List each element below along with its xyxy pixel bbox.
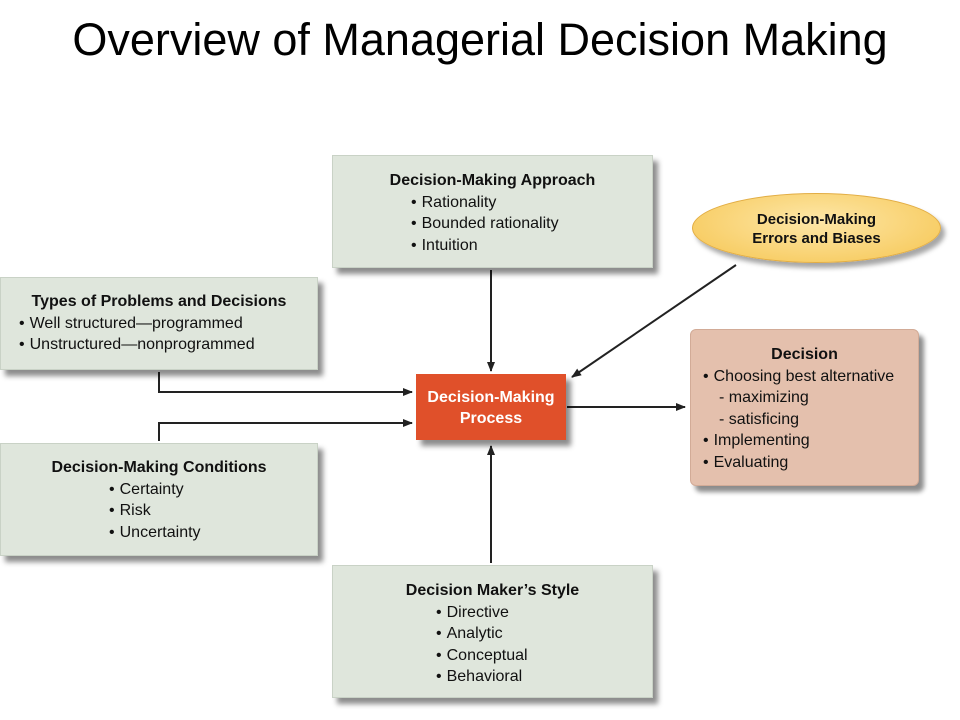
conditions-list: •Certainty •Risk •Uncertainty [109, 479, 317, 544]
list-item: •Unstructured—nonprogrammed [19, 336, 255, 353]
page-title: Overview of Managerial Decision Making [72, 14, 888, 65]
list-item: •Evaluating [703, 453, 789, 471]
process-line2: Process [459, 410, 523, 427]
decision-making-approach-box: Decision-Making Approach •Rationality •B… [332, 155, 653, 268]
list-item: •Certainty [109, 480, 184, 498]
approach-list: •Rationality •Bounded rationality •Intui… [411, 192, 652, 257]
list-subitem: - satisficing [719, 410, 800, 428]
conditions-heading: Decision-Making Conditions [51, 459, 267, 476]
list-item: •Analytic [436, 625, 503, 642]
decision-list: •Choosing best alternative - maximizing … [703, 366, 918, 474]
style-heading: Decision Maker’s Style [405, 582, 580, 599]
list-item: •Well structured—programmed [19, 314, 243, 332]
list-item: •Implementing [703, 432, 810, 449]
decision-making-process-box: Decision-Making Process [416, 374, 566, 440]
errors-line1: Decision-Making [756, 211, 877, 228]
types-heading: Types of Problems and Decisions [31, 293, 287, 310]
decision-maker-style-box: Decision Maker’s Style •Directive •Analy… [332, 565, 653, 698]
approach-heading: Decision-Making Approach [389, 172, 596, 189]
list-subitem: - maximizing [719, 389, 809, 406]
list-item: •Risk [109, 502, 151, 519]
arrow-errors-to-process [571, 264, 737, 378]
process-line1: Decision-Making [427, 389, 555, 406]
list-item: •Directive [436, 603, 509, 621]
list-item: •Behavioral [436, 668, 523, 685]
arrow-types-to-process [158, 372, 413, 396]
decision-box: Decision •Choosing best alternative - ma… [690, 329, 919, 486]
list-item: •Rationality [411, 193, 497, 211]
decision-making-conditions-box: Decision-Making Conditions •Certainty •R… [0, 443, 318, 556]
arrow-conditions-to-process [158, 419, 413, 441]
list-item: •Intuition [411, 236, 478, 254]
list-item: •Choosing best alternative [703, 367, 895, 385]
list-item: •Uncertainty [109, 523, 201, 541]
errors-and-biases-ellipse: Decision-Making Errors and Biases [692, 193, 941, 263]
types-list: •Well structured—programmed •Unstructure… [19, 313, 317, 356]
types-of-problems-box: Types of Problems and Decisions •Well st… [0, 277, 318, 370]
decision-heading: Decision [771, 346, 838, 363]
list-item: •Bounded rationality [411, 215, 559, 232]
list-item: •Conceptual [436, 646, 528, 664]
errors-line2: Errors and Biases [752, 230, 881, 247]
style-list: •Directive •Analytic •Conceptual •Behavi… [436, 602, 652, 688]
